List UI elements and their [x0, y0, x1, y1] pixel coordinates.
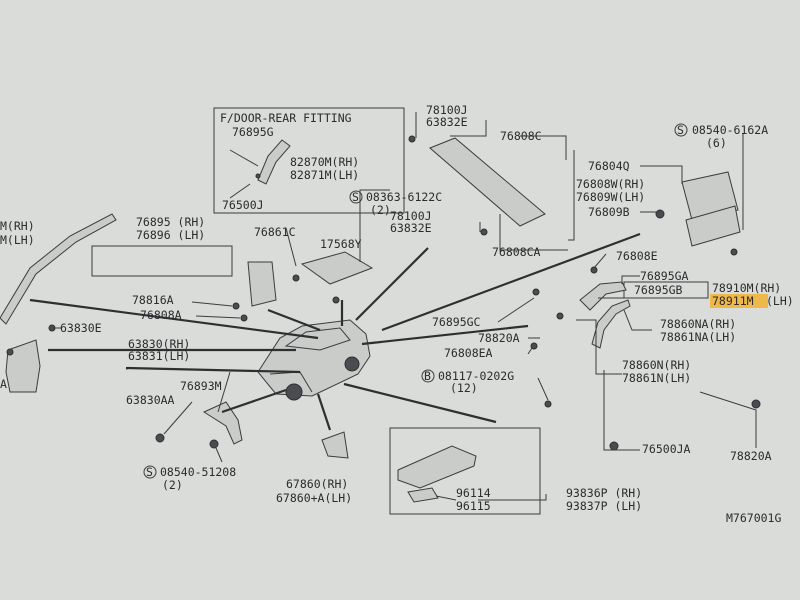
label-76808E: 76808E — [616, 249, 658, 263]
label-76895G: 76895G — [232, 125, 274, 139]
label-76895GB: 76895GB — [634, 283, 683, 297]
label-78861N: 78861N(LH) — [622, 371, 691, 385]
label-76808A: 76808A — [140, 308, 182, 322]
screw-symbol-icon: S — [674, 123, 688, 137]
box-title: F/DOOR-REAR FITTING — [220, 111, 352, 125]
svg-text:B: B — [424, 369, 431, 383]
screw-symbol-icon: S — [349, 190, 363, 204]
door-rear-fitting-box — [213, 107, 405, 214]
vehicle-illustration — [257, 319, 371, 401]
label-78860N: 78860N(RH) — [622, 358, 691, 372]
sill-garnish-part — [429, 137, 546, 227]
label-76895GC: 76895GC — [432, 315, 481, 329]
label-67860: 67860(RH) — [286, 477, 348, 491]
side-bracket-part — [247, 261, 277, 307]
label-M-LH: M(LH) — [0, 233, 35, 247]
label-08540-6162A-qty: (6) — [706, 136, 727, 150]
highlight-78911M — [710, 294, 768, 308]
label-76808C: 76808C — [500, 129, 542, 143]
tray-part — [300, 251, 374, 285]
label-76895: 76895 (RH) — [136, 215, 205, 229]
label-78820A-b: 78820A — [730, 449, 772, 463]
label-76893M: 76893M — [180, 379, 222, 393]
svg-text:S: S — [146, 465, 153, 479]
label-78860NA: 78860NA(RH) — [660, 317, 736, 331]
label-76861C: 76861C — [254, 225, 296, 239]
label-76809B: 76809B — [588, 205, 630, 219]
label-67860A: 67860+A(LH) — [276, 491, 352, 505]
foot-pad-part — [321, 431, 349, 459]
label-82870M: 82870M(RH) — [290, 155, 359, 169]
label-76809W: 76809W(LH) — [576, 190, 645, 204]
label-78910M: 78910M(RH) — [712, 281, 781, 295]
label-63830: 63830(RH) — [128, 337, 190, 351]
label-08117-qty: (12) — [450, 381, 478, 395]
label-63832E-a: 63832E — [426, 115, 468, 129]
label-76500JA: 76500JA — [642, 442, 691, 456]
label-08540-6162A: 08540-6162A — [692, 123, 768, 137]
label-78911M: 78911M — [712, 294, 754, 308]
label-76896: 76896 (LH) — [136, 228, 205, 242]
assembly-arrows — [29, 232, 641, 431]
roof-rail-part — [0, 213, 117, 325]
step-bracket-part — [407, 487, 439, 503]
label-76500J: 76500J — [222, 198, 264, 212]
leader-lines — [52, 112, 757, 501]
side-step-part — [397, 445, 477, 489]
label-63830E: 63830E — [60, 321, 102, 335]
label-M-RH: M(RH) — [0, 219, 35, 233]
fender-moulding-part — [579, 281, 627, 311]
label-08540-51208-qty: (2) — [162, 478, 183, 492]
svg-text:S: S — [352, 190, 359, 204]
door-fitting-clip-part — [257, 139, 291, 185]
fasteners — [6, 135, 761, 451]
label-82871M: 82871M(LH) — [290, 168, 359, 182]
label-63832E-b: 63832E — [390, 221, 432, 235]
bolt-symbol-icon: B — [421, 369, 435, 383]
label-93837P: 93837P (LH) — [566, 499, 642, 513]
drawing-code: M767001G — [726, 511, 781, 525]
label-08363-6122C: 08363-6122C — [366, 190, 442, 204]
screw-symbol-icon: S — [143, 465, 157, 479]
label-96114: 96114 — [456, 486, 491, 500]
label-63831: 63831(LH) — [128, 349, 190, 363]
label-96115: 96115 — [456, 499, 491, 513]
label-76804Q: 76804Q — [588, 159, 630, 173]
svg-text:S: S — [677, 123, 684, 137]
front-bracket-part — [202, 401, 243, 445]
label-76808CA: 76808CA — [492, 245, 541, 259]
wheel-arch-part — [591, 299, 631, 349]
label-76895GA: 76895GA — [640, 269, 689, 283]
label-08117-0202G: 08117-0202G — [438, 369, 514, 383]
label-93836P: 93836P (RH) — [566, 486, 642, 500]
label-76808EA: 76808EA — [444, 346, 493, 360]
label-76808W: 76808W(RH) — [576, 177, 645, 191]
label-08363-qty: (2) — [370, 203, 391, 217]
label-78816A: 78816A — [132, 293, 174, 307]
label-17568Y: 17568Y — [320, 237, 362, 251]
sill-bracket-brace — [91, 245, 233, 277]
label-edge-A: A — [0, 377, 7, 391]
control-unit-part — [681, 171, 739, 221]
step-assembly-box — [389, 427, 541, 515]
label-78820A-a: 78820A — [478, 331, 520, 345]
mud-flap-part — [5, 339, 41, 393]
label-78861NA: 78861NA(LH) — [660, 330, 736, 344]
label-08540-51208: 08540-51208 — [160, 465, 236, 479]
label-78100J-b: 78100J — [390, 209, 432, 223]
label-78911M-lh: (LH) — [766, 294, 794, 308]
label-63830AA: 63830AA — [126, 393, 175, 407]
control-bracket-part — [685, 205, 741, 247]
label-78100J-a: 78100J — [426, 103, 468, 117]
